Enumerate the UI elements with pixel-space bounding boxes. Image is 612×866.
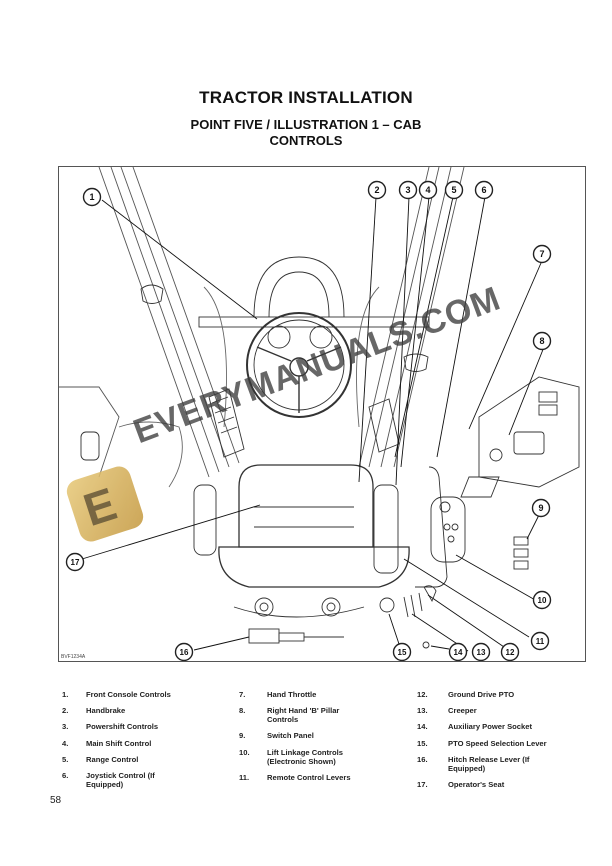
legend-number: 13. [417,706,428,716]
callout-12: 12 [500,642,520,661]
legend-label: Creeper [448,706,477,716]
legend-label: Right Hand 'B' Pillar Controls [267,706,340,725]
legend-label: Lift Linkage Controls (Electronic Shown) [267,747,343,766]
callout-10: 10 [532,590,552,610]
legend-item: 9. Switch Panel [239,731,409,740]
legend-label: Main Shift Control [86,738,152,748]
legend-column-2: 7. Hand Throttle 8. Right Hand 'B' Pillar … [239,690,409,789]
callout-7: 7 [532,244,552,264]
legend-item: 17. Operator's Seat [417,780,592,789]
legend-item: 6. Joystick Control (If Equipped) [62,771,212,789]
callout-5: 5 [444,180,464,200]
legend-label: Operator's Seat [448,779,505,789]
legend-label: Hand Throttle [267,690,317,699]
legend-item: 15. PTO Speed Selection Lever [417,739,592,748]
legend-item: 4. Main Shift Control [62,739,232,748]
legend-number: 6. [62,770,69,780]
legend-number: 8. [239,706,246,716]
legend-item: 1. Front Console Controls [62,690,232,699]
legend-label: Powershift Controls [86,722,159,732]
legend-number: 1. [62,690,69,699]
svg-text:10: 10 [538,596,547,605]
legend-item: 7. Hand Throttle [239,690,409,699]
legend-item: 10. Lift Linkage Controls (Electronic Sho… [239,748,409,766]
legend-label: Remote Control Levers [267,772,351,782]
svg-text:6: 6 [481,185,486,195]
legend-label: Joystick Control (If Equipped) [86,770,155,789]
legend-item: 2. Handbrake [62,706,232,715]
legend-column-3: 12. Ground Drive PTO 13. Creeper 14. Auxili… [417,690,592,796]
legend-label: Auxiliary Power Socket [448,722,532,732]
legend-label: Hitch Release Lever (If Equipped) [448,754,530,773]
svg-text:1: 1 [89,192,94,202]
svg-text:7: 7 [539,249,544,259]
callout-3: 3 [398,180,418,200]
callout-1: 1 [82,187,102,207]
legend-label: Range Control [86,754,139,764]
legend-label: PTO Speed Selection Lever [448,738,547,748]
watermark-logo-letter: E [77,477,123,537]
figure-code: BVF1234A [61,654,86,660]
cab-controls-illustration: 1 2 3 4 5 6 7 8 9 10 11 12 13 14 15 16 1… [58,166,586,662]
legend-item: 14. Auxiliary Power Socket [417,722,592,731]
svg-text:11: 11 [536,637,545,646]
callout-16: 16 [174,642,194,661]
callout-markers: 1 2 3 4 5 6 7 8 9 10 11 12 13 14 15 16 1… [65,180,552,661]
legend-number: 17. [417,779,428,789]
cab-line-drawing [59,167,580,652]
legend-item: 12. Ground Drive PTO [417,690,592,699]
svg-text:2: 2 [374,185,379,195]
callout-9: 9 [531,498,551,518]
callout-2: 2 [367,180,387,200]
svg-text:4: 4 [425,185,430,195]
legend-number: 2. [62,706,69,716]
callout-15: 15 [392,642,412,661]
svg-text:14: 14 [454,648,463,657]
legend-label: Ground Drive PTO [448,690,515,699]
svg-text:5: 5 [451,185,456,195]
callout-4: 4 [418,180,438,200]
legend-label: Switch Panel [267,731,314,741]
legend-label: Handbrake [86,706,126,716]
legend-column-1: 1. Front Console Controls 2. Handbrake 3. P… [62,690,232,796]
svg-text:17: 17 [71,558,80,567]
legend-label: Front Console Controls [86,690,171,699]
legend-number: 15. [417,738,428,748]
legend-item: 11. Remote Control Levers [239,773,409,782]
legend-number: 9. [239,731,246,741]
callout-8: 8 [532,331,552,351]
legend-item: 3. Powershift Controls [62,722,232,731]
svg-text:8: 8 [539,336,544,346]
legend-number: 12. [417,690,428,699]
legend-number: 4. [62,738,69,748]
svg-text:9: 9 [538,503,543,513]
svg-text:3: 3 [405,185,410,195]
page-title: TRACTOR INSTALLATION [199,88,413,107]
legend-item: 13. Creeper [417,706,592,715]
page-number: 58 [50,795,62,806]
legend-number: 5. [62,754,69,764]
svg-text:16: 16 [180,648,189,657]
svg-text:12: 12 [506,648,515,657]
legend-item: 5. Range Control [62,755,232,764]
legend-number: 3. [62,722,69,732]
callout-11: 11 [530,631,550,651]
svg-text:13: 13 [477,648,486,657]
legend-number: 11. [239,772,250,782]
page-subtitle: POINT FIVE / ILLUSTRATION 1 – CAB CONTRO… [190,117,422,148]
legend-number: 7. [239,690,246,699]
callout-14: 14 [448,642,468,661]
callout-13: 13 [471,642,491,661]
legend-item: 16. Hitch Release Lever (If Equipped) [417,755,592,773]
callout-6: 6 [474,180,494,200]
callout-17: 17 [65,552,85,572]
legend-number: 16. [417,754,428,764]
legend-number: 14. [417,722,428,732]
legend-number: 10. [239,747,250,757]
svg-text:15: 15 [398,648,407,657]
legend-item: 8. Right Hand 'B' Pillar Controls [239,706,409,724]
